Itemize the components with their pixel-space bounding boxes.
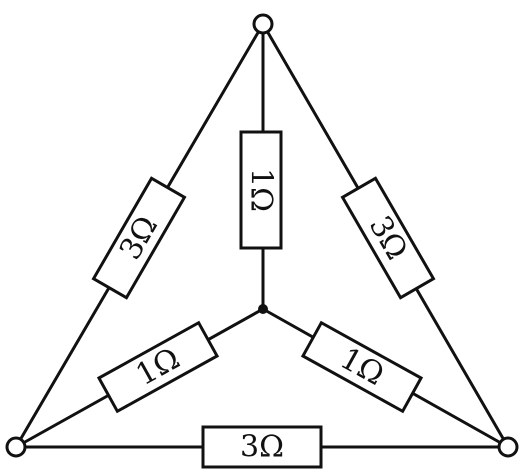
central-junction — [258, 304, 268, 314]
resistor-lower-right: 1Ω — [300, 320, 424, 414]
resistor-lower-left-body — [96, 320, 220, 414]
resistor-left-side-body — [91, 176, 187, 300]
resistor-right-side-body — [340, 176, 436, 300]
resistor-bottom-body — [201, 425, 323, 469]
resistor-top-center: 1Ω — [239, 130, 283, 250]
resistor-bottom: 3Ω — [201, 425, 323, 469]
resistor-top-center-label: 1Ω — [244, 168, 279, 212]
terminal-bottom-right — [497, 436, 519, 458]
resistor-bottom-label: 3Ω — [240, 430, 284, 465]
resistor-left-side: 3Ω — [91, 176, 187, 300]
resistor-top-center-body — [239, 130, 283, 250]
terminal-top — [252, 13, 274, 35]
terminal-bottom-left — [5, 436, 27, 458]
resistor-lower-left: 1Ω — [96, 320, 220, 414]
resistor-right-side: 3Ω — [340, 176, 436, 300]
resistor-lower-right-body — [300, 320, 424, 414]
